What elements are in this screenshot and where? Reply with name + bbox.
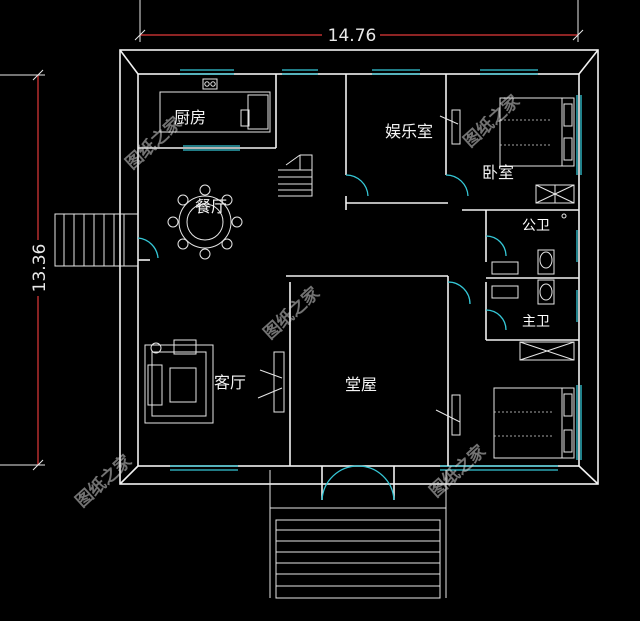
watermark-2: 图纸之家 <box>459 91 524 152</box>
watermarks: 图纸之家 图纸之家 图纸之家 图纸之家 图纸之家 <box>71 91 524 512</box>
room-label-entertainment: 娱乐室 <box>385 122 433 141</box>
doors <box>137 115 507 501</box>
windows <box>170 69 582 471</box>
side-entrance-steps <box>54 213 139 267</box>
interior-walls <box>138 74 579 466</box>
watermark-3: 图纸之家 <box>259 283 324 344</box>
room-label-living: 客厅 <box>214 373 246 392</box>
public-bath-fixtures <box>491 213 567 275</box>
room-label-hall: 堂屋 <box>345 375 377 394</box>
depth-dimension-label: 13.36 <box>30 244 50 293</box>
front-steps <box>269 470 447 599</box>
room-label-kitchen: 厨房 <box>174 108 206 127</box>
room-label-public-bath: 公卫 <box>522 218 550 234</box>
room-label-master-bath: 主卫 <box>522 314 550 330</box>
staircase <box>278 154 313 197</box>
living-room-sofa-set <box>144 339 285 424</box>
width-dimension-label: 14.76 <box>328 26 377 46</box>
bedroom-furniture <box>451 97 575 204</box>
kitchen-counter <box>159 78 271 133</box>
master-bath-fixtures <box>491 279 575 361</box>
room-label-bedroom: 卧室 <box>482 163 514 182</box>
dining-table <box>167 184 243 260</box>
master-bedroom-furniture <box>451 387 575 459</box>
watermark-5: 图纸之家 <box>425 441 490 502</box>
watermark-1: 图纸之家 <box>121 113 186 174</box>
room-label-dining: 餐厅 <box>195 197 227 216</box>
watermark-4: 图纸之家 <box>71 451 136 512</box>
